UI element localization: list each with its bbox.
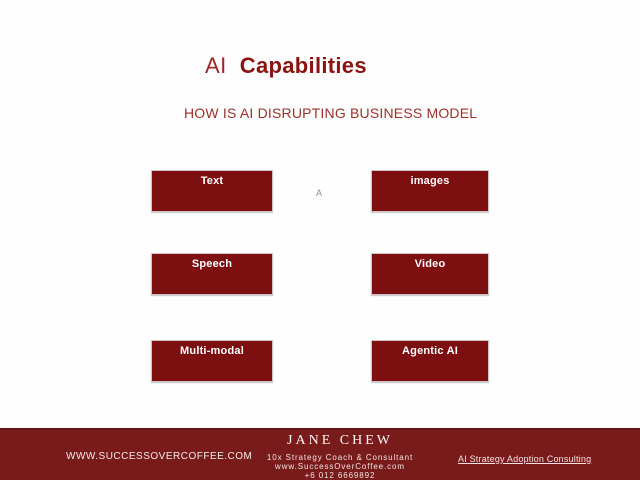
footer-band: WWW.SUCCESSOVERCOFFEE.COM JANE CHEW 10x …	[0, 428, 640, 480]
capability-label: Speech	[191, 258, 233, 270]
title-bold-word: Capabilities	[239, 53, 367, 78]
capability-box-text: Text	[151, 170, 273, 212]
capability-label: Text	[200, 175, 224, 187]
capability-box-video: Video	[371, 253, 489, 295]
brand-tagline: 10x Strategy Coach & Consultant	[266, 453, 414, 462]
capability-box-images: images	[371, 170, 489, 212]
capability-label: Multi-modal	[180, 345, 244, 357]
capability-label: Video	[414, 258, 446, 270]
capability-box-agentic-ai: Agentic AI	[371, 340, 489, 382]
capability-label: Agentic AI	[402, 345, 458, 357]
capability-box-speech: Speech	[151, 253, 273, 295]
brand-url: www.SuccessOverCoffee.com	[275, 462, 405, 471]
title-light-word: AI	[205, 53, 227, 78]
capability-box-multimodal: Multi-modal	[151, 340, 273, 382]
brand-phone: +6 012 6669892	[304, 471, 376, 480]
page-subtitle: HOW IS AI DISRUPTING BUSINESS MODEL	[184, 105, 478, 121]
brand-name: JANE CHEW	[287, 433, 393, 448]
page-title: AI Capabilities	[205, 51, 445, 81]
ai-strategy-consulting-link[interactable]: AI Strategy Adoption Consulting	[458, 454, 592, 464]
capability-label: images	[410, 175, 450, 187]
stray-text-char: A	[316, 188, 323, 198]
footer-website-text: WWW.SUCCESSOVERCOFFEE.COM	[66, 451, 253, 462]
